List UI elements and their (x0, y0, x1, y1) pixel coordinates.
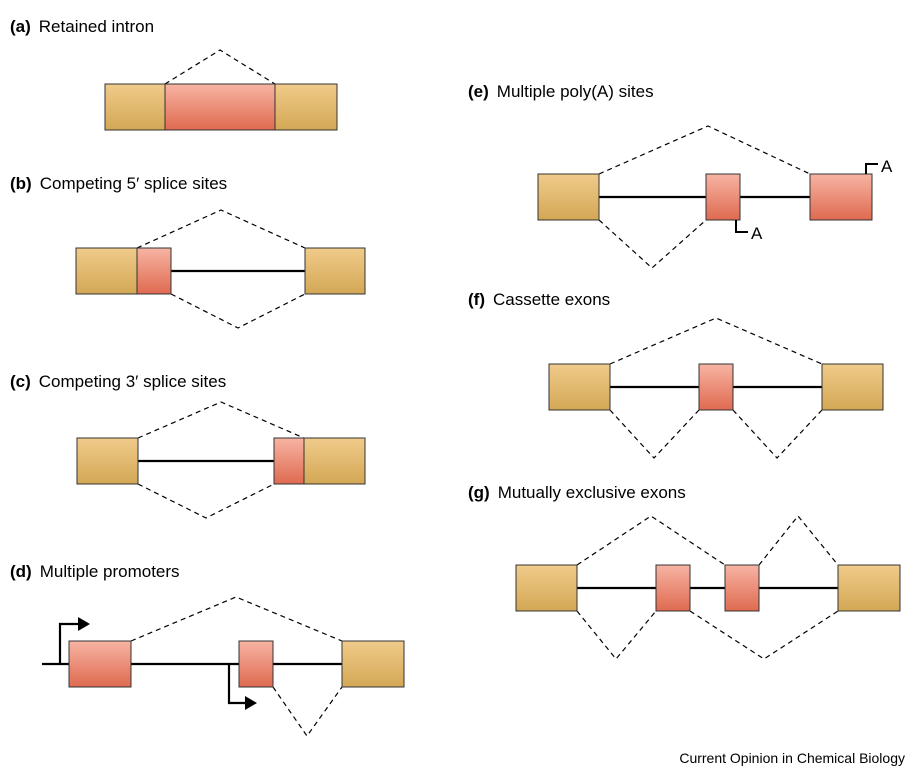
splice-path-g-top-right (758, 515, 839, 566)
exon-c-left-constitutive (76, 437, 139, 485)
exon-a-left-constitutive (104, 83, 166, 131)
panel-a-label: (a) Retained intron (10, 17, 154, 36)
panel-e: (e) Multiple poly(A) sites A A (468, 82, 893, 269)
panel-f: (f) Cassette exons (468, 290, 884, 459)
panel-b-letter: (b) (10, 174, 32, 193)
panel-g: (g) Mutually exclusive exons (468, 483, 901, 660)
exon-d-downstream-constitutive (341, 640, 405, 688)
splice-path-c-top (137, 401, 305, 439)
polya-label-proximal: A (751, 224, 763, 243)
panel-f-title: Cassette exons (493, 290, 610, 309)
exon-d-second-promoter (238, 640, 274, 688)
splice-path-e-top (598, 125, 811, 175)
exon-b-right-constitutive (304, 247, 366, 295)
exon-c-right-constitutive (303, 437, 366, 485)
panel-a-letter: (a) (10, 17, 31, 36)
panel-d-title: Multiple promoters (40, 562, 180, 581)
panel-d-letter: (d) (10, 562, 32, 581)
panel-e-label: (e) Multiple poly(A) sites (468, 82, 654, 101)
splice-path-g-bottom-left (576, 610, 657, 660)
exon-b-alternative-extension (136, 247, 172, 295)
panel-c-title: Competing 3′ splice sites (39, 372, 226, 391)
panel-d-label: (d) Multiple promoters (10, 562, 180, 581)
panel-c: (c) Competing 3′ splice sites (10, 372, 366, 519)
exon-a-right-constitutive (274, 83, 338, 131)
panel-e-title: Multiple poly(A) sites (497, 82, 654, 101)
exon-g-mutually-exclusive-1 (655, 564, 691, 612)
panel-d: (d) Multiple promoters (10, 562, 405, 738)
exon-f-left-constitutive (548, 363, 611, 411)
splice-path-g-bottom-right (689, 610, 839, 660)
panel-g-title: Mutually exclusive exons (498, 483, 686, 502)
splice-path-c-bottom (137, 483, 275, 519)
exon-g-mutually-exclusive-2 (724, 564, 760, 612)
splice-path-b-bottom (170, 293, 306, 329)
panel-b: (b) Competing 5′ splice sites (10, 174, 366, 329)
panel-g-label: (g) Mutually exclusive exons (468, 483, 686, 502)
exon-f-cassette (698, 363, 734, 411)
exon-e-distal-terminal (809, 173, 873, 221)
panel-b-title: Competing 5′ splice sites (40, 174, 227, 193)
panel-f-letter: (f) (468, 290, 485, 309)
polya-marker-proximal: A (735, 220, 763, 243)
panel-c-label: (c) Competing 3′ splice sites (10, 372, 226, 391)
splice-path-b-top (136, 209, 306, 249)
exon-e-first-constitutive (537, 173, 600, 221)
splice-path-f-skipping (609, 317, 823, 365)
promoter-arrow-icon (227, 664, 257, 710)
exon-b-left-constitutive (75, 247, 138, 295)
splice-path-f-inclusion-right (732, 409, 823, 459)
panel-e-letter: (e) (468, 82, 489, 101)
splice-path-d-top (130, 596, 343, 642)
panel-f-label: (f) Cassette exons (468, 290, 610, 309)
exon-g-right-constitutive (837, 564, 901, 612)
splice-path-d-bottom (272, 686, 343, 738)
splice-path-g-top-left (576, 515, 726, 566)
panel-a: (a) Retained intron (10, 17, 338, 131)
polya-label-distal: A (881, 157, 893, 176)
exon-e-proximal-terminal (705, 173, 741, 221)
polya-marker-distal: A (865, 157, 893, 176)
exon-a-retained-intron (164, 83, 276, 131)
splice-path-a-intron-retention (164, 49, 276, 85)
splice-path-e-bottom (598, 219, 707, 269)
exon-f-right-constitutive (821, 363, 884, 411)
panel-g-letter: (g) (468, 483, 490, 502)
exon-g-left-constitutive (515, 564, 578, 612)
panel-b-label: (b) Competing 5′ splice sites (10, 174, 227, 193)
promoter-arrow-icon (58, 617, 90, 664)
panel-a-title: Retained intron (39, 17, 154, 36)
exon-d-first-promoter (68, 640, 132, 688)
source-credit: Current Opinion in Chemical Biology (679, 750, 905, 766)
splice-path-f-inclusion-left (609, 409, 700, 459)
exon-c-alternative-extension (273, 437, 305, 485)
panel-c-letter: (c) (10, 372, 31, 391)
